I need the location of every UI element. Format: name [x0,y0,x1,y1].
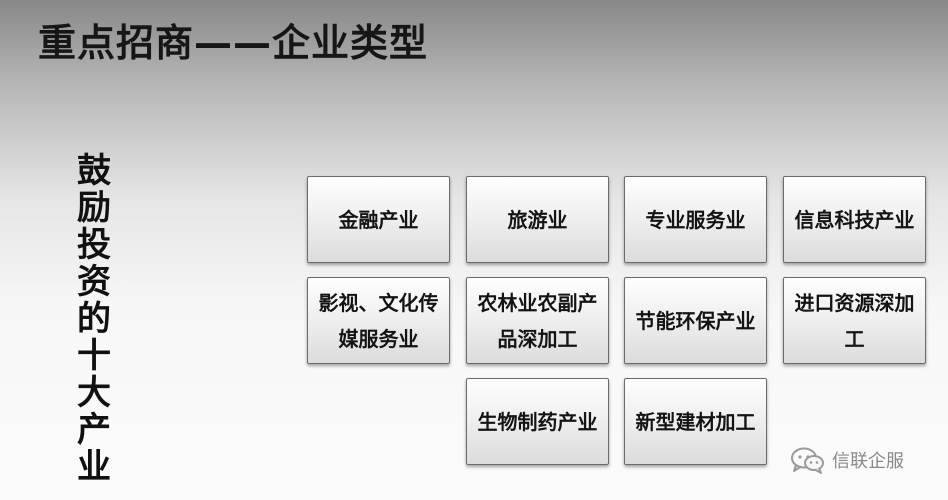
industry-card-tourism: 旅游业 [466,176,609,263]
industry-card-film-media: 影视、文化传媒服务业 [307,277,450,364]
industry-card-agri-processing: 农林业农副产品深加工 [466,277,609,364]
page-title: 重点招商——企业类型 [38,21,429,65]
industry-card-professional-services: 专业服务业 [624,176,767,263]
wechat-icon [790,446,826,474]
industry-card-building-materials: 新型建材加工 [624,378,767,465]
vertical-heading: 鼓励投资的十大产业 [77,151,111,487]
industry-grid: 金融产业 旅游业 专业服务业 信息科技产业 影视、文化传媒服务业 农林业农副产品… [307,176,927,466]
industry-card-biopharma: 生物制药产业 [466,378,609,465]
industry-card-import-resources: 进口资源深加工 [783,277,926,364]
industry-card-green-energy: 节能环保产业 [624,277,767,364]
industry-card-it: 信息科技产业 [783,176,926,263]
watermark-text: 信联企服 [832,451,904,472]
watermark: 信联企服 [790,446,904,474]
industry-card-finance: 金融产业 [307,176,450,263]
